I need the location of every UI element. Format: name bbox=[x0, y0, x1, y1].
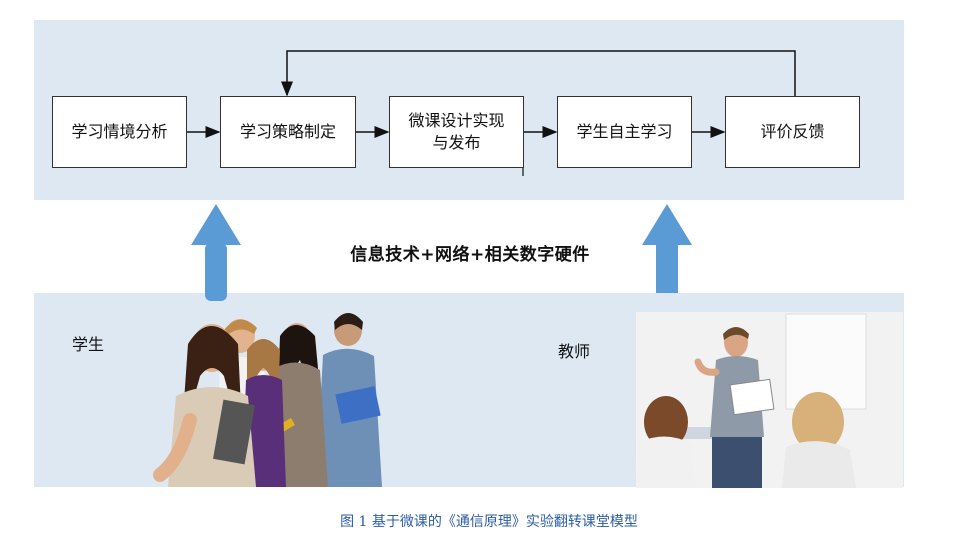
step-evaluation-feedback: 评价反馈 bbox=[725, 96, 860, 168]
step-microlesson-design-label: 微课设计实现与发布 bbox=[408, 111, 505, 152]
step-situation-analysis: 学习情境分析 bbox=[52, 96, 187, 168]
up-arrow-teacher bbox=[642, 204, 692, 293]
support-technology-label: 信息技术+网络+相关数字硬件 bbox=[350, 245, 590, 265]
classroom-photo bbox=[636, 312, 903, 488]
teacher-label: 教师 bbox=[558, 342, 591, 361]
up-arrow-students bbox=[191, 204, 241, 301]
step-microlesson-design: 微课设计实现与发布 bbox=[389, 96, 524, 168]
step-strategy-formulation: 学习策略制定 bbox=[220, 96, 356, 168]
figure-caption: 图 1 基于微课的《通信原理》实验翻转课堂模型 bbox=[340, 514, 638, 530]
students-label: 学生 bbox=[72, 335, 105, 354]
students-photo bbox=[153, 313, 382, 487]
step-self-learning: 学生自主学习 bbox=[557, 96, 692, 168]
